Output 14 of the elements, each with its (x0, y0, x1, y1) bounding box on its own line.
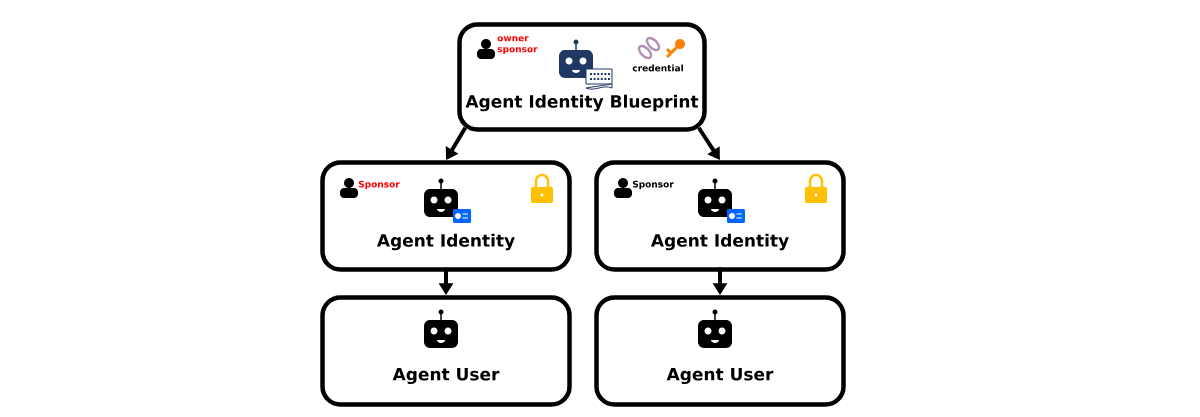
credential-label: credential (632, 64, 683, 72)
box-title: Agent User (392, 367, 500, 384)
role-label: Sponsor (632, 180, 674, 190)
rounded-box (594, 295, 846, 407)
box-title: Agent Identity (376, 233, 515, 251)
rounded-box (320, 295, 572, 407)
rounded-box (320, 160, 572, 272)
box-title: Agent Identity Blueprint (465, 94, 699, 112)
role-label: Sponsor (358, 180, 400, 190)
box-title: Agent Identity (650, 233, 789, 251)
rounded-box (457, 22, 707, 132)
role-label: owner sponsor (497, 36, 538, 55)
box-title: Agent User (666, 367, 774, 384)
rounded-box (594, 160, 846, 272)
